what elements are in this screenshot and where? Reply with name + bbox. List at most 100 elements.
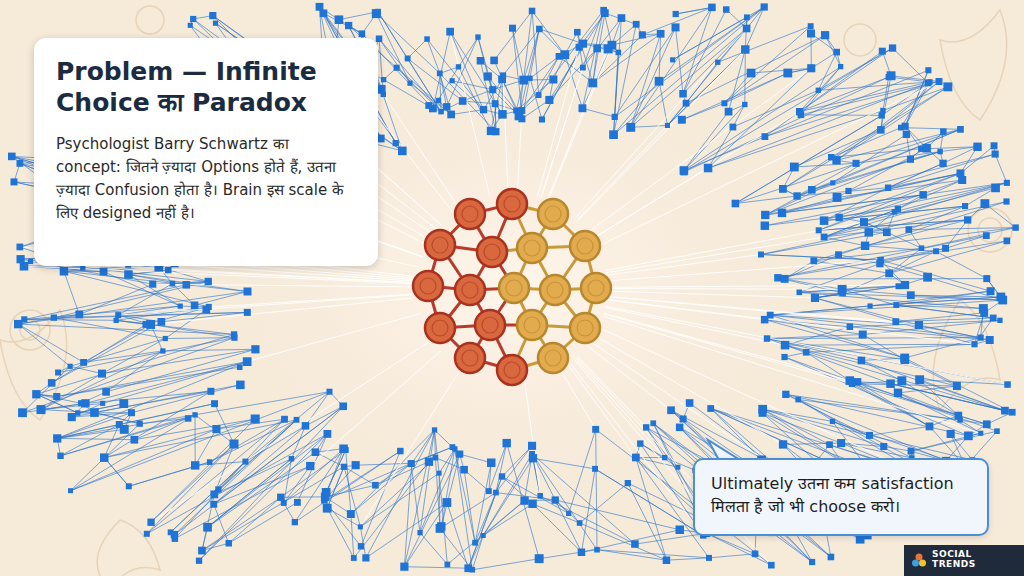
- network-square: [978, 431, 983, 436]
- network-square: [32, 390, 40, 398]
- network-square: [907, 291, 915, 299]
- network-square: [820, 216, 829, 225]
- network-link: [923, 183, 1007, 195]
- spoke-line: [605, 222, 864, 270]
- spoke-line: [598, 82, 940, 247]
- network-square: [535, 554, 544, 563]
- network-square: [147, 519, 154, 526]
- network-link: [195, 462, 245, 466]
- network-link: [36, 335, 234, 395]
- network-link: [439, 473, 441, 528]
- network-square: [861, 242, 869, 250]
- network-square: [662, 455, 667, 460]
- network-square: [906, 226, 913, 233]
- network-link: [376, 14, 410, 84]
- network-square: [940, 128, 947, 135]
- network-link: [199, 406, 343, 560]
- network-square: [758, 252, 764, 258]
- network-square: [922, 144, 931, 153]
- network-square: [424, 36, 430, 42]
- spoke-line: [605, 308, 785, 346]
- network-link: [18, 324, 234, 334]
- network-square: [500, 72, 506, 78]
- network-square: [761, 316, 769, 324]
- network-square: [393, 140, 399, 146]
- network-square: [341, 464, 347, 470]
- network-link: [229, 502, 298, 543]
- network-link: [673, 7, 765, 60]
- network-square: [958, 176, 966, 184]
- network-link: [447, 503, 468, 569]
- network-link: [539, 10, 604, 95]
- network-square: [885, 269, 893, 277]
- network-square: [643, 424, 649, 430]
- network-link: [397, 68, 452, 115]
- spoke-line: [568, 365, 636, 458]
- network-link: [785, 278, 987, 279]
- network-square: [377, 85, 386, 94]
- network-square: [294, 417, 300, 423]
- network-square: [618, 14, 626, 22]
- network-square: [925, 80, 932, 87]
- network-link: [849, 148, 927, 191]
- network-square: [732, 200, 740, 208]
- network-link: [175, 466, 310, 538]
- network-link: [199, 434, 327, 561]
- network-square: [957, 126, 964, 133]
- network-square: [53, 393, 60, 400]
- network-square: [743, 25, 751, 33]
- brain-neuron: [570, 313, 600, 343]
- network-square: [816, 88, 821, 93]
- network-square: [362, 554, 369, 561]
- spoke-line: [383, 94, 459, 208]
- brain-neuron: [497, 189, 527, 219]
- network-square: [926, 423, 934, 431]
- network-square: [676, 424, 684, 432]
- network-link: [724, 35, 825, 103]
- network-link: [351, 514, 354, 558]
- neuron-core: [545, 206, 561, 222]
- network-square: [358, 524, 363, 529]
- network-square: [443, 498, 452, 507]
- network-link: [818, 48, 892, 90]
- network-square: [673, 11, 679, 17]
- network-link: [57, 362, 247, 439]
- network-square: [877, 126, 885, 134]
- brain-neuron: [499, 273, 529, 303]
- network-square: [919, 245, 925, 251]
- brain-neuron: [413, 271, 443, 301]
- network-square: [997, 318, 1002, 323]
- network-link: [195, 415, 196, 466]
- network-square: [294, 499, 301, 506]
- network-square: [324, 430, 332, 438]
- network-link: [770, 306, 870, 315]
- network-square: [17, 255, 25, 263]
- network-square: [211, 400, 218, 407]
- network-link: [615, 27, 676, 117]
- network-link: [883, 87, 948, 111]
- network-link: [782, 198, 837, 213]
- network-square: [527, 76, 532, 81]
- network-square: [896, 283, 902, 289]
- network-square: [901, 355, 910, 364]
- network-square: [450, 78, 455, 83]
- network-square: [987, 287, 995, 295]
- brand-logo: SOCIAL TRENDS: [904, 545, 1024, 576]
- network-link: [539, 29, 583, 44]
- network-square: [828, 554, 835, 561]
- network-square: [114, 318, 119, 323]
- brain-neuron: [455, 199, 485, 229]
- network-square: [678, 116, 686, 124]
- neuron-core: [462, 282, 478, 298]
- network-link: [84, 351, 163, 363]
- network-link: [165, 337, 234, 339]
- network-square: [429, 105, 437, 113]
- network-square: [472, 540, 478, 546]
- network-square: [407, 81, 412, 86]
- network-square: [925, 67, 931, 73]
- network-square: [625, 480, 631, 486]
- network-link: [379, 39, 441, 112]
- network-square: [57, 453, 63, 459]
- network-link: [896, 305, 993, 318]
- spoke-line: [541, 68, 583, 198]
